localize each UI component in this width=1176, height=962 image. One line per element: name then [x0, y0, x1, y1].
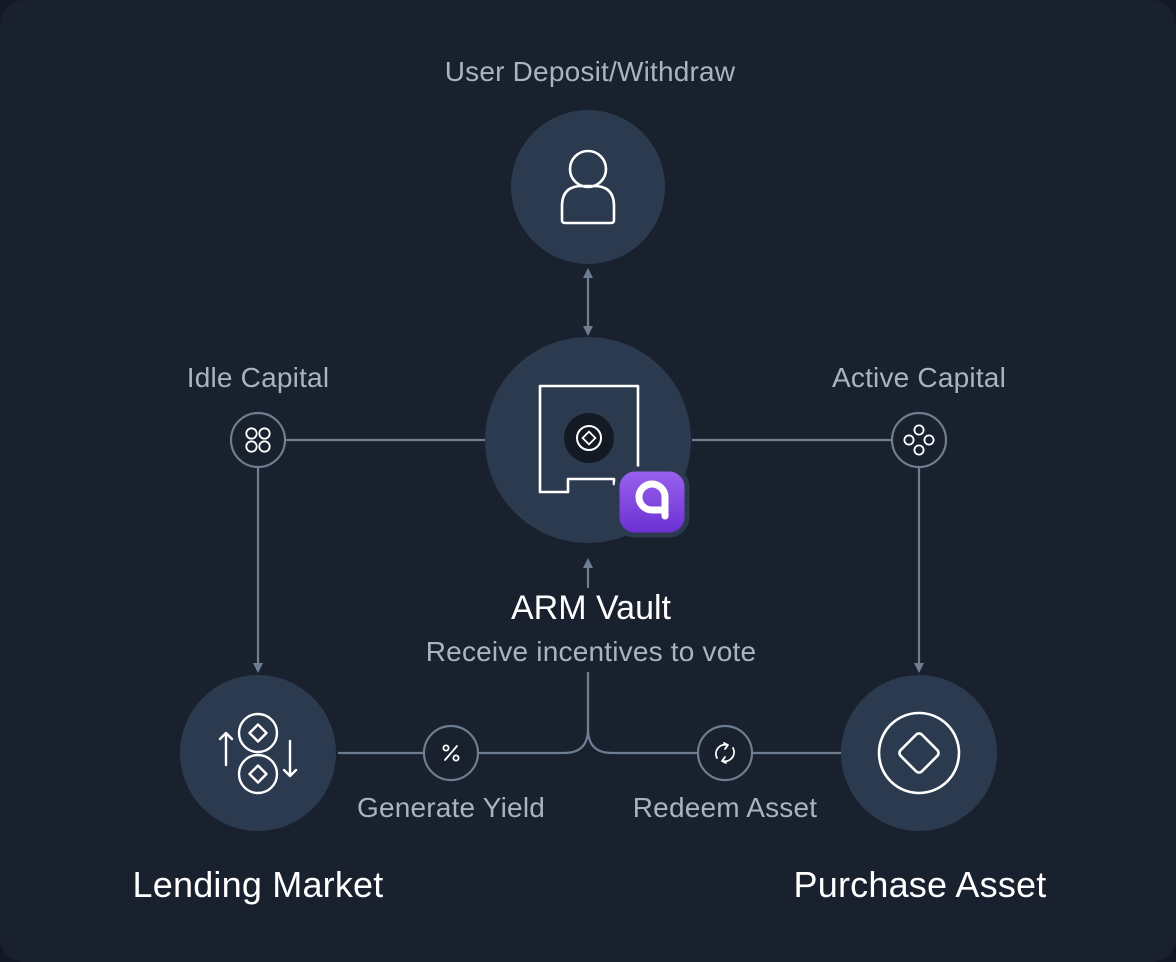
diamond-icon	[877, 711, 961, 795]
user-deposit-label: User Deposit/Withdraw	[444, 56, 736, 87]
purchase-node	[841, 675, 997, 831]
redeem-vault-connector	[586, 672, 698, 755]
redeem-node	[696, 724, 754, 782]
idle-node	[229, 411, 287, 469]
yield-node	[422, 724, 480, 782]
vault-node	[485, 337, 691, 543]
vault-icon	[538, 384, 640, 494]
redeem-asset-label: Redeem Asset	[632, 792, 818, 823]
vault-subtitle: Receive incentives to vote	[425, 636, 757, 667]
percent-icon	[442, 744, 460, 762]
purchase-asset-label: Purchase Asset	[793, 864, 1047, 905]
generate-yield-label: Generate Yield	[356, 792, 546, 823]
arm-vault-title: ARM Vault	[497, 588, 685, 630]
refresh-icon	[715, 742, 735, 764]
active-node	[890, 411, 948, 469]
arm-logo-icon	[614, 466, 690, 538]
lending-node	[180, 675, 336, 831]
idle-capital-label: Idle Capital	[186, 362, 330, 393]
circle-cluster-icon	[903, 424, 935, 456]
yield-vault-connector	[478, 672, 590, 755]
lending-market-label: Lending Market	[132, 864, 384, 905]
user-node	[511, 110, 665, 264]
lending-coins-icon	[218, 712, 298, 795]
user-icon	[560, 149, 616, 225]
four-circles-icon	[245, 427, 271, 453]
active-capital-label: Active Capital	[832, 362, 1006, 393]
